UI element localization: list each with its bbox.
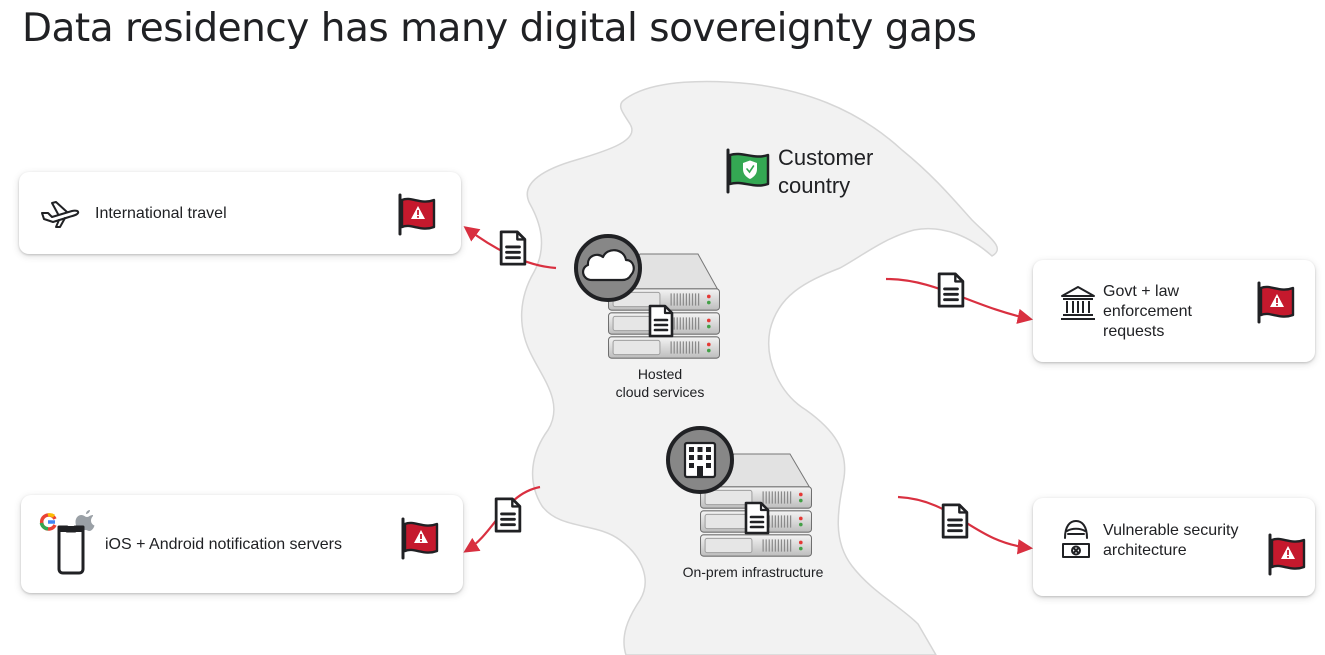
document-icon (744, 501, 770, 535)
risk-card-label: Vulnerable security architecture (1103, 522, 1239, 559)
document-icon (494, 497, 522, 533)
cloud-icon (574, 234, 642, 302)
document-icon (941, 503, 969, 539)
risk-card-security-architecture: Vulnerable security architecture (1033, 498, 1315, 596)
warning-flag-icon (398, 193, 436, 236)
risk-card-govt-requests: Govt + law enforcement requests (1033, 260, 1315, 362)
onprem-label: On-prem infrastructure (682, 564, 824, 580)
warning-flag-icon (401, 517, 439, 560)
customer-country-region (521, 80, 999, 655)
document-icon (937, 272, 965, 308)
google-logo-icon (39, 513, 57, 531)
airplane-icon (41, 201, 80, 228)
phone-icon (39, 510, 95, 575)
risk-card-international-travel: International travel (19, 172, 461, 254)
document-icon (648, 304, 674, 338)
warning-flag-icon (1257, 281, 1295, 324)
warning-flag-icon (1268, 533, 1306, 576)
customer-country-flag-icon (726, 148, 770, 194)
office-building-icon (666, 426, 734, 494)
risk-card-label: iOS + Android notification servers (105, 536, 343, 553)
risk-card-label: International travel (95, 205, 227, 222)
arrow-to-notifications (463, 485, 541, 553)
document-icon (499, 230, 527, 266)
risk-card-label: Govt + law enforcement requests (1103, 283, 1192, 340)
arrow-to-govt (885, 272, 1034, 324)
arrow-to-travel (463, 226, 557, 270)
courthouse-icon (1061, 286, 1095, 320)
hacker-icon (1062, 520, 1090, 558)
risk-card-notification-servers: iOS + Android notification servers (21, 495, 463, 593)
page-title: Data residency has many digital sovereig… (22, 6, 977, 51)
hosted-cloud-label: Hosted cloud services (615, 366, 705, 400)
arrow-to-security (897, 495, 1034, 555)
customer-country-label: Customer country (778, 145, 874, 198)
